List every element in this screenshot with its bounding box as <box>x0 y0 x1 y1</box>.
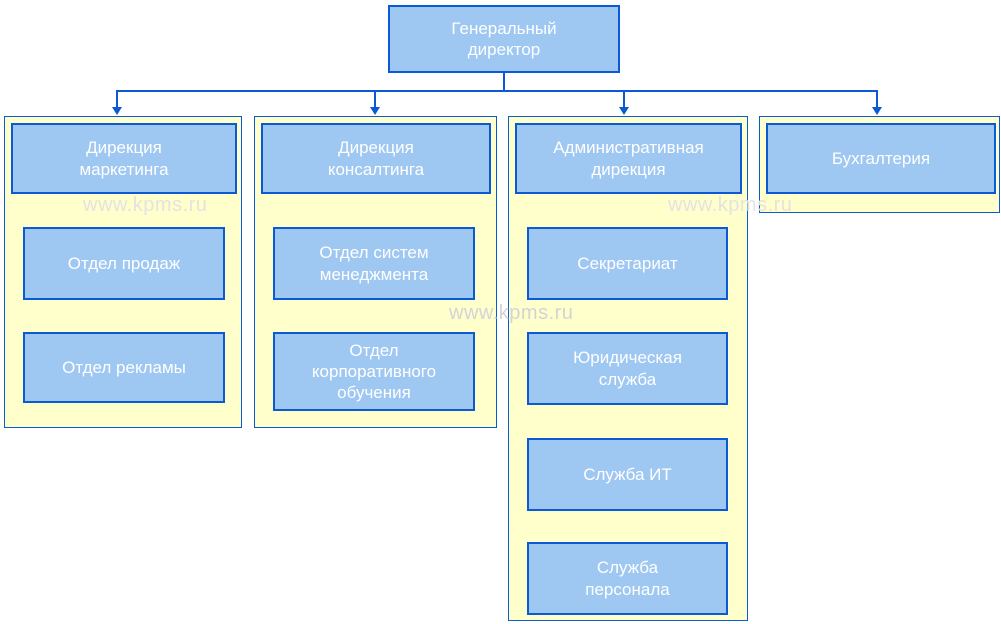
group-administrative: Административная дирекция Секретариат Юр… <box>508 116 748 621</box>
group-accounting: Бухгалтерия <box>759 116 1000 213</box>
node-management-systems-department: Отдел систем менеджмента <box>273 227 475 300</box>
node-legal-service-label: Юридическая служба <box>573 348 682 389</box>
node-advertising-department: Отдел рекламы <box>23 332 225 403</box>
node-accounting: Бухгалтерия <box>766 123 996 194</box>
node-secretariat: Секретариат <box>527 227 728 300</box>
node-consulting-directorate-label: Дирекция консалтинга <box>327 138 425 179</box>
node-sales-department: Отдел продаж <box>23 227 225 300</box>
arrowhead-consulting <box>370 107 380 115</box>
group-marketing: Дирекция маркетинга Отдел продаж Отдел р… <box>4 116 242 428</box>
node-sales-department-label: Отдел продаж <box>67 253 181 273</box>
node-hr-service: Служба персонала <box>527 542 728 615</box>
node-administrative-directorate-label: Административная дирекция <box>553 138 704 179</box>
node-general-director-label: Генеральный директор <box>451 18 557 59</box>
node-administrative-directorate: Административная дирекция <box>515 123 742 194</box>
node-management-systems-department-label: Отдел систем менеджмента <box>319 243 429 284</box>
node-secretariat-label: Секретариат <box>577 253 678 273</box>
node-corporate-training-department: Отдел корпоративного обучения <box>273 332 475 411</box>
node-consulting-directorate: Дирекция консалтинга <box>261 123 491 194</box>
arrowhead-marketing <box>112 107 122 115</box>
node-hr-service-label: Служба персонала <box>585 558 670 599</box>
group-consulting: Дирекция консалтинга Отдел систем менедж… <box>254 116 497 428</box>
node-advertising-department-label: Отдел рекламы <box>62 357 186 377</box>
node-accounting-label: Бухгалтерия <box>831 148 931 168</box>
arrowhead-administrative <box>619 107 629 115</box>
node-it-service-label: Служба ИТ <box>583 464 672 484</box>
arrowhead-accounting <box>872 107 882 115</box>
node-it-service: Служба ИТ <box>527 438 728 511</box>
node-marketing-directorate: Дирекция маркетинга <box>11 123 237 194</box>
node-marketing-directorate-label: Дирекция маркетинга <box>79 138 169 179</box>
node-corporate-training-department-label: Отдел корпоративного обучения <box>311 340 437 403</box>
node-legal-service: Юридическая служба <box>527 332 728 405</box>
node-general-director: Генеральный директор <box>388 5 620 73</box>
